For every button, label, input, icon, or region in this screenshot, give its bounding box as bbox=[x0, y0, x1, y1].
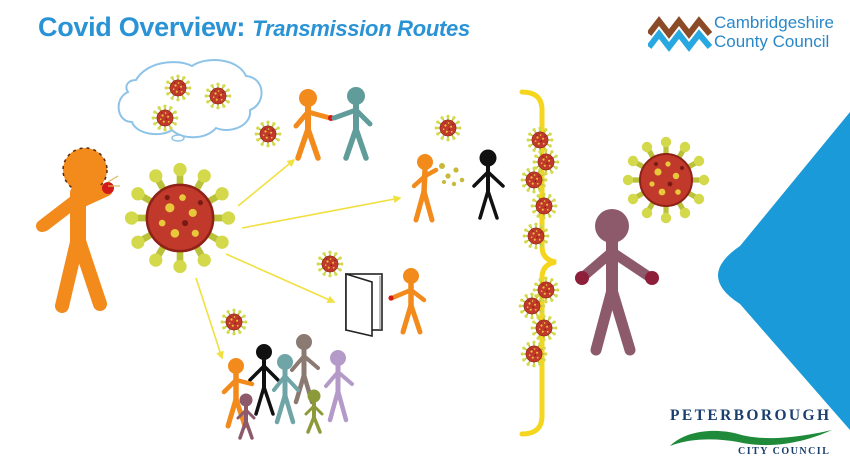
handshake-teal-person bbox=[331, 87, 373, 161]
large-virus-icon bbox=[125, 163, 235, 273]
virus-icon bbox=[529, 191, 559, 221]
blue-corner-panel bbox=[718, 112, 850, 430]
virus-icon bbox=[521, 221, 551, 251]
coughing-person bbox=[411, 154, 439, 223]
ccc-wave-icon bbox=[646, 16, 713, 52]
droplets bbox=[439, 163, 465, 187]
bracket bbox=[519, 89, 557, 437]
ccc-line2: County Council bbox=[714, 32, 830, 51]
newly-infected-person bbox=[575, 209, 659, 356]
arrow-group bbox=[195, 277, 224, 360]
pcc-line2: CITY COUNCIL bbox=[738, 446, 831, 457]
arrow-surface bbox=[225, 253, 336, 304]
virus-icon bbox=[433, 113, 463, 143]
ccc-line1: Cambridgeshire bbox=[714, 13, 834, 32]
handshake-orange-person bbox=[293, 89, 333, 161]
virus-icon bbox=[315, 249, 345, 279]
door-person bbox=[389, 268, 427, 335]
title-subtitle: Transmission Routes bbox=[252, 16, 470, 41]
virus-icon bbox=[253, 119, 283, 149]
virus-icon bbox=[525, 125, 555, 155]
cambridgeshire-county-council-logo: Cambridgeshire County Council bbox=[646, 12, 848, 56]
title-main: Covid Overview: bbox=[38, 12, 246, 42]
door-icon bbox=[345, 272, 383, 338]
hand-dot bbox=[388, 295, 394, 301]
arrow-handshake bbox=[237, 158, 296, 207]
arrow-droplets bbox=[241, 195, 402, 229]
pcc-line1: PETERBOROUGH bbox=[670, 407, 832, 424]
thought-cloud bbox=[117, 59, 263, 142]
virus-icon bbox=[529, 313, 559, 343]
group-of-people bbox=[221, 334, 354, 440]
pcc-swoosh-icon bbox=[670, 430, 832, 446]
large-virus-icon bbox=[623, 137, 709, 223]
slide-title: Covid Overview: Transmission Routes bbox=[38, 12, 470, 43]
peterborough-city-council-logo: PETERBOROUGH CITY COUNCIL bbox=[664, 404, 836, 462]
virus-icon bbox=[219, 307, 249, 337]
black-person bbox=[472, 149, 505, 220]
virus-icon bbox=[531, 147, 561, 177]
ccc-name: Cambridgeshire County Council bbox=[714, 13, 834, 51]
infected-person bbox=[36, 147, 120, 313]
